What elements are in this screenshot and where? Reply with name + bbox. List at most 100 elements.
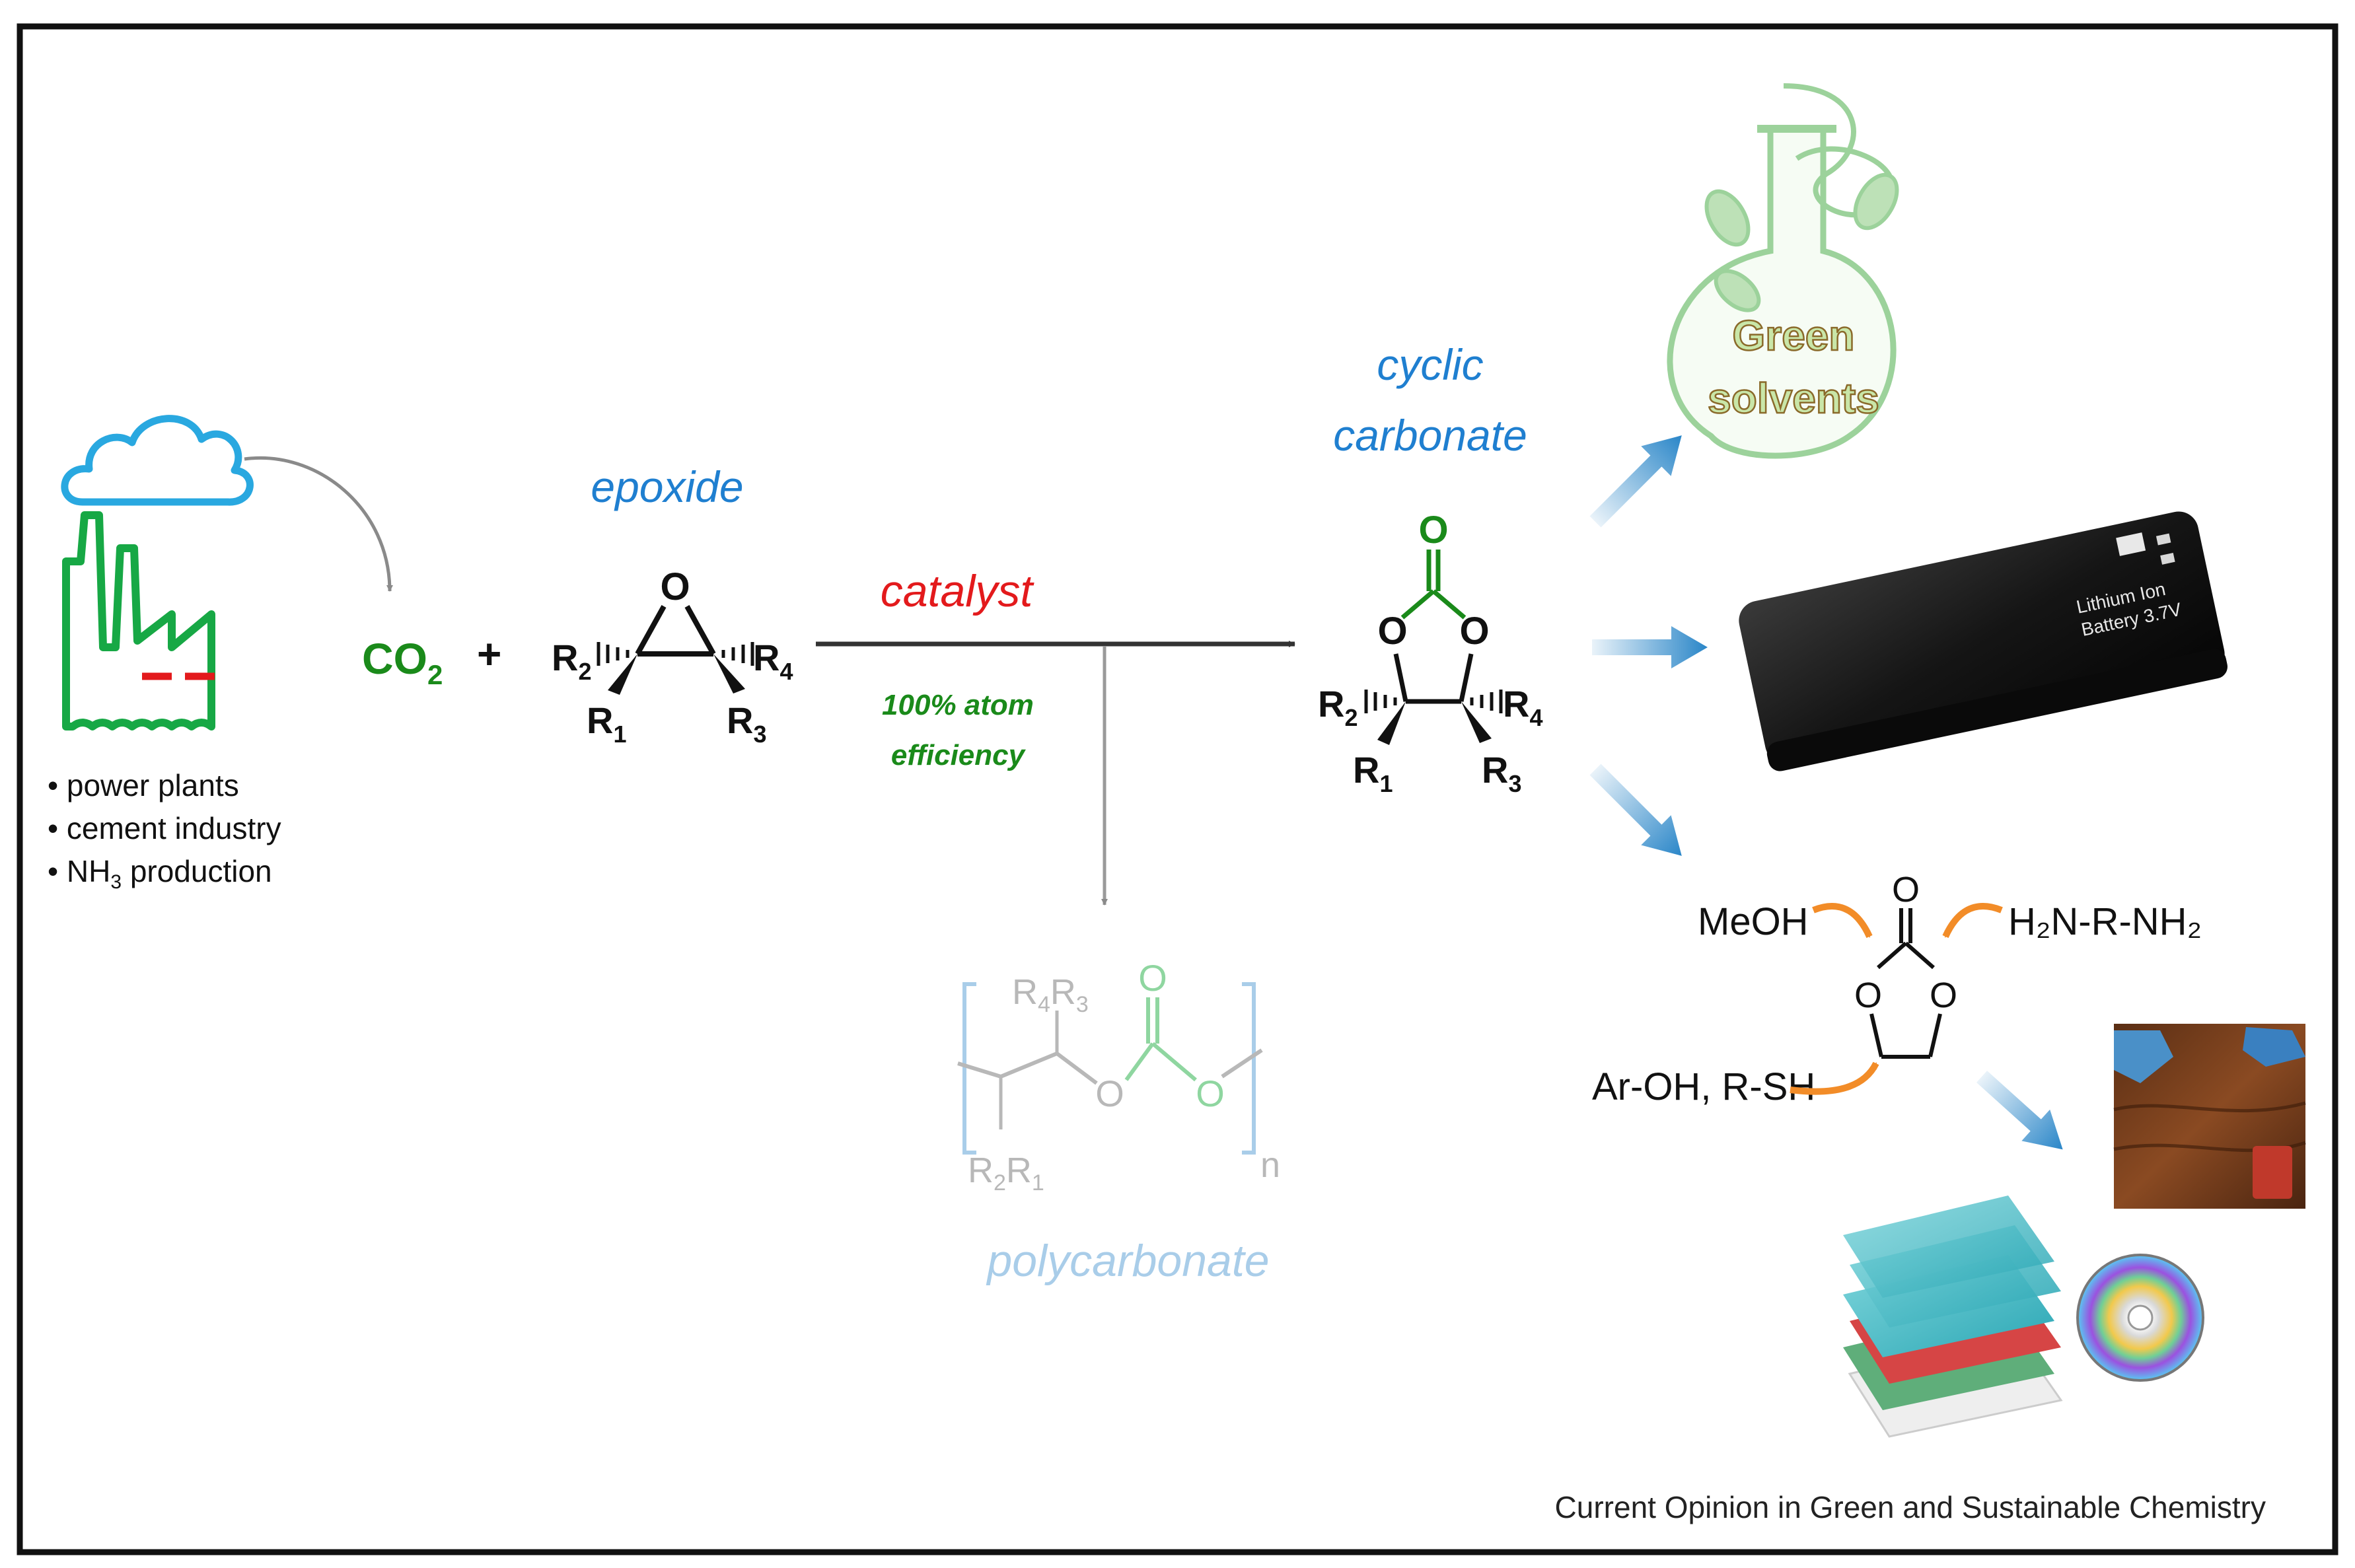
battery-logo — [2116, 532, 2146, 556]
poly-r2r1: R2R1 — [968, 1151, 1044, 1195]
polycarbonate-label: polycarbonate — [986, 1236, 1269, 1286]
carbonate-hash-r2 — [1364, 690, 1397, 713]
gloved-hand-left — [2114, 1030, 2173, 1083]
leaf-left — [1704, 189, 1751, 247]
epoxide-hash-r4 — [721, 642, 754, 666]
epoxide-bond-o-right — [684, 605, 716, 655]
carbonate-r2: R2 — [1318, 683, 1358, 731]
ec-bond-c-or — [1904, 941, 1935, 970]
application-arrow-coatings — [1976, 1071, 2063, 1150]
epoxide-r2: R2 — [552, 637, 591, 685]
carbonate-r3: R3 — [1482, 749, 1521, 797]
coating-application-photo — [2113, 1024, 2306, 1209]
reagent-aroh-rsh: Ar-OH, R-SH — [1592, 1065, 1815, 1108]
cyclic-carbonate-label-line1: cyclic — [1377, 340, 1483, 389]
ethylene-carbonate-structure: O O O — [1854, 870, 1957, 1059]
source-item-nh3: • NH3 production — [48, 854, 272, 893]
polycarbonate-sheets-photo — [1843, 1195, 2063, 1438]
carbonyl-oxygen: O — [1418, 509, 1448, 552]
sheet-teal-1 — [1843, 1195, 2054, 1298]
poly-repeat-n: n — [1260, 1145, 1280, 1185]
source-item-cement: • cement industry — [48, 811, 281, 845]
atom-efficiency-line1: 100% atom — [882, 689, 1034, 721]
epoxide-r1: R1 — [587, 699, 626, 748]
application-arrow-down — [1589, 764, 1682, 856]
poly-bracket-right — [1242, 982, 1256, 1155]
poly-oxygen-carbonyl: O — [1138, 957, 1167, 999]
source-list: • power plants • cement industry • NH3 p… — [48, 768, 281, 893]
source-item-power-plants: • power plants — [48, 768, 239, 802]
co2-formula: CO2 — [362, 634, 443, 690]
leaf-bottom — [1714, 269, 1761, 312]
epoxide-label: epoxide — [591, 462, 743, 511]
epoxide-wedge-r3 — [713, 654, 745, 694]
poly-oxygen-right: O — [1196, 1073, 1225, 1114]
green-solvents-line1: Green — [1733, 312, 1855, 359]
poly-bond-co — [1124, 1042, 1155, 1081]
ec-bond-c-ol — [1877, 941, 1907, 970]
epoxide-structure: O R2 R4 R1 R3 — [552, 565, 793, 748]
cloud-shape — [61, 415, 254, 506]
factory-with-cloud-icon — [61, 415, 254, 731]
poly-r4r3: R4R3 — [1012, 972, 1089, 1017]
carbonate-wedge-r3 — [1461, 701, 1492, 743]
lithium-ion-battery-image: Lithium Ion Battery 3.7V — [1739, 511, 2228, 771]
orange-arrow-diamine — [1942, 903, 2003, 939]
epoxide-r4: R4 — [753, 637, 793, 685]
ring-oxygen-right: O — [1459, 610, 1489, 653]
catalyst-label: catalyst — [881, 566, 1035, 616]
green-solvents-line2: solvents — [1708, 374, 1879, 422]
atom-efficiency-line2: efficiency — [891, 739, 1027, 771]
ring-bond-ol-c — [1393, 653, 1408, 702]
gloved-hand-right — [2243, 1027, 2305, 1067]
paint-can — [2253, 1146, 2292, 1199]
battery-contact-2 — [2160, 552, 2175, 565]
ec-oxygen-right: O — [1930, 976, 1957, 1015]
journal-credit: Current Opinion in Green and Sustainable… — [1555, 1490, 2266, 1524]
battery-contact-1 — [2156, 533, 2171, 546]
battery-edge — [1766, 649, 2228, 771]
ec-carbonyl-oxygen: O — [1892, 870, 1920, 909]
poly-bracket-left — [962, 982, 976, 1155]
reagent-diamine: H₂N-R-NH₂ — [2008, 900, 2202, 943]
flask-outline — [1667, 125, 1897, 459]
green-solvents-flask-icon — [1667, 83, 1899, 459]
emission-arrow — [244, 456, 393, 592]
carbonate-r4: R4 — [1503, 683, 1542, 731]
poly-oxygen-left: O — [1095, 1073, 1124, 1114]
ring-oxygen-left: O — [1377, 610, 1407, 653]
orange-arrow-aroh — [1790, 1061, 1879, 1095]
ring-bond-c-or — [1431, 589, 1467, 620]
cyclic-carbonate-label-line2: carbonate — [1333, 411, 1527, 460]
cyclic-carbonate-structure: O O O R2 R4 R1 R3 — [1318, 509, 1542, 797]
polycarbonate-structure: O O O R4R3 R2R1 n — [957, 957, 1280, 1195]
application-arrow-up — [1589, 435, 1682, 528]
poly-bond-co-right — [1151, 1042, 1197, 1082]
ec-oxygen-left: O — [1854, 976, 1882, 1015]
poly-backbone — [957, 1051, 1098, 1085]
compact-disc-image — [2076, 1254, 2204, 1382]
plus-sign: + — [477, 630, 501, 678]
ec-bond-or-c — [1928, 1013, 1942, 1057]
epoxide-hash-r2 — [597, 642, 630, 666]
carbonate-wedge-r1 — [1377, 701, 1406, 745]
carbonate-r1: R1 — [1353, 749, 1393, 797]
application-arrow-right — [1592, 626, 1708, 668]
orange-arrow-meoh — [1812, 903, 1873, 939]
leaf-right — [1853, 172, 1899, 231]
reagent-meoh: MeOH — [1698, 900, 1809, 943]
ec-bond-ol-c — [1869, 1013, 1883, 1057]
ring-bond-c-ol — [1400, 589, 1435, 620]
flask-vine — [1783, 83, 1896, 218]
cd-hole — [2127, 1304, 2154, 1331]
factory-shape — [62, 511, 215, 731]
epoxide-r3: R3 — [727, 699, 766, 748]
battery-body — [1739, 511, 2225, 764]
epoxide-oxygen: O — [660, 565, 690, 608]
epoxide-bond-o-left — [635, 605, 667, 655]
ring-bond-or-c — [1459, 653, 1474, 702]
poly-end-bond — [1221, 1048, 1263, 1079]
carbonate-hash-r4 — [1470, 690, 1503, 713]
epoxide-wedge-r1 — [608, 654, 637, 695]
